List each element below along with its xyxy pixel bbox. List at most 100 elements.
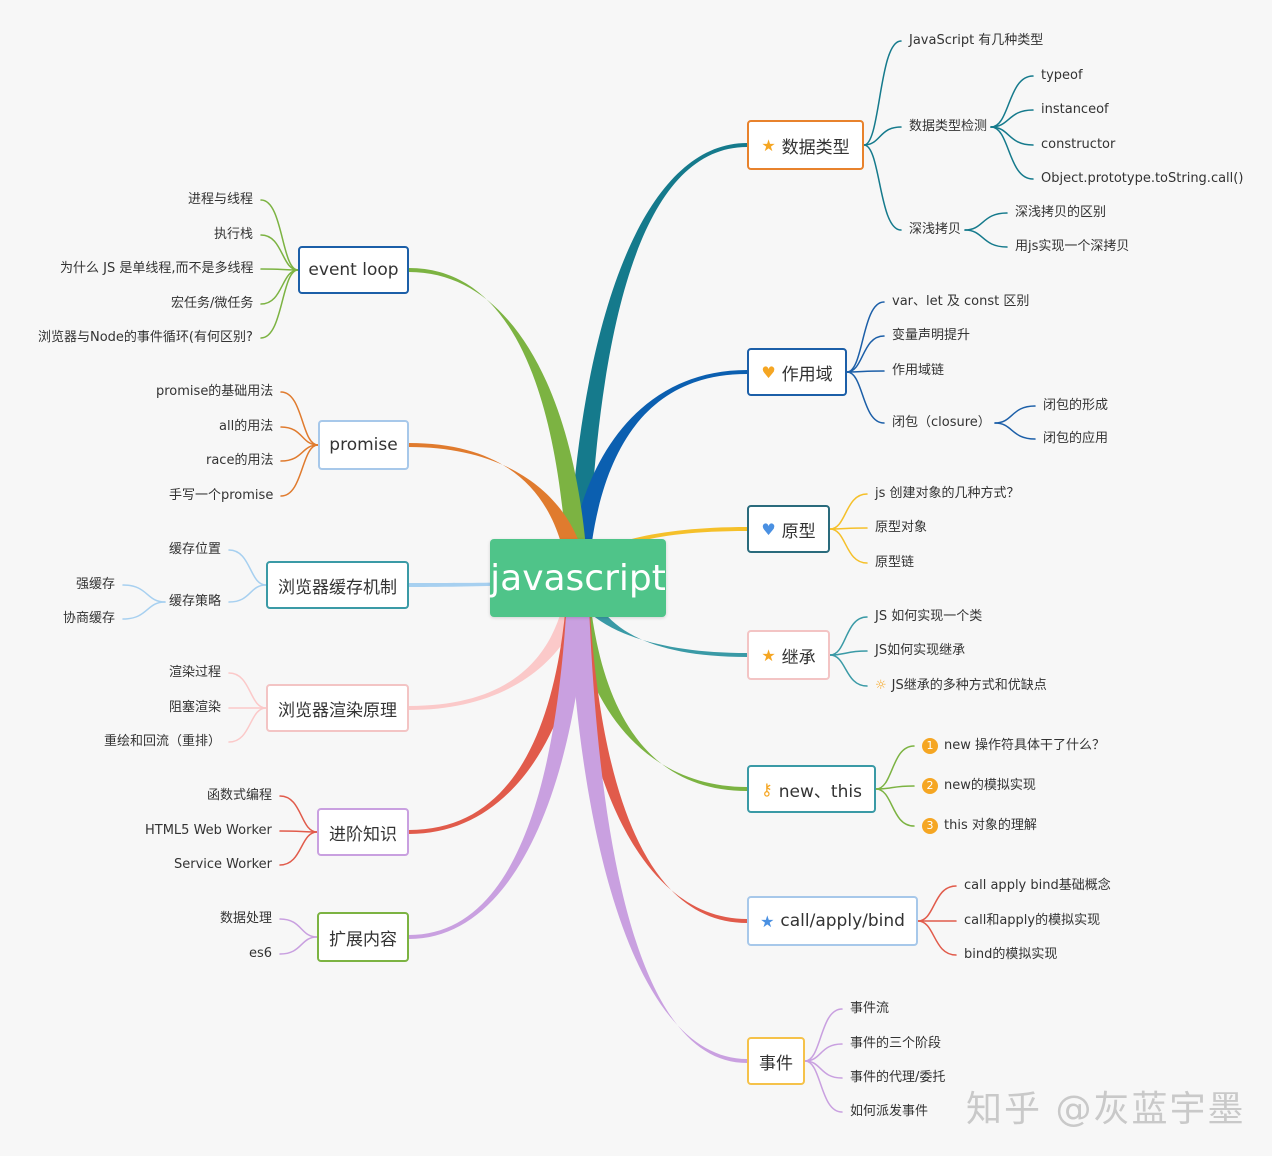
link-line (279, 936, 318, 955)
subtopic[interactable]: 作用域链 (892, 362, 944, 380)
number-badge-icon: 1 (922, 737, 938, 754)
link-line (863, 126, 902, 146)
subtopic[interactable]: 深浅拷贝 (909, 221, 961, 239)
subtopic-child[interactable]: 协商缓存 (63, 611, 116, 626)
subtopic[interactable]: 浏览器与Node的事件循环(有何区别? (38, 329, 253, 347)
subtopic[interactable]: 事件的代理/委托 (850, 1069, 945, 1087)
topic-t8[interactable]: event loop (298, 246, 409, 294)
topic-label: new、this (778, 781, 862, 802)
subtopic-child[interactable]: 深浅拷贝的区别 (1015, 205, 1107, 220)
topic-t2[interactable]: ♥作用域 (747, 348, 847, 396)
link-line (568, 578, 747, 1063)
subtopic[interactable]: ☼JS继承的多种方式和优缺点 (875, 677, 1047, 695)
subtopic-label: 函数式编程 (207, 788, 273, 803)
subtopic-child[interactable]: 强缓存 (76, 577, 116, 592)
central-topic[interactable]: javascript (490, 539, 666, 617)
subtopic-child[interactable]: instanceof (1041, 102, 1109, 117)
subtopic[interactable]: 事件的三个阶段 (850, 1035, 941, 1053)
subtopic-child[interactable]: Object.prototype.toString.call() (1041, 171, 1244, 186)
subtopic[interactable]: 宏任务/微任务 (171, 295, 253, 313)
heart-icon: ♥ (761, 519, 776, 539)
subtopic-child[interactable]: 闭包的形成 (1043, 398, 1109, 413)
subtopic-label: new 操作符具体干了什么？ (944, 738, 1106, 753)
link-line (829, 616, 868, 656)
subtopic[interactable]: 如何派发事件 (850, 1103, 928, 1121)
topic-t11[interactable]: 浏览器渲染原理 (266, 684, 409, 732)
topic-t10[interactable]: 浏览器缓存机制 (266, 561, 409, 609)
topic-label: promise (329, 435, 398, 455)
subtopic-label: 如何派发事件 (850, 1104, 929, 1119)
subtopic[interactable]: 变量声明提升 (892, 327, 970, 345)
subtopic-label: 数据类型检测 (909, 119, 988, 134)
subtopic[interactable]: es6 (249, 945, 272, 963)
key-icon: ⚷ (761, 779, 773, 799)
subtopic[interactable]: JavaScript 有几种类型 (909, 32, 1043, 50)
subtopic[interactable]: HTML5 Web Worker (145, 822, 272, 840)
link-line (260, 269, 299, 305)
subtopic[interactable]: call apply bind基础概念 (964, 877, 1111, 895)
link-line (829, 493, 868, 530)
subtopic[interactable]: 缓存位置 (169, 541, 221, 559)
subtopic[interactable]: 重绘和回流（重排） (104, 733, 221, 751)
topic-label: 浏览器缓存机制 (278, 577, 397, 598)
subtopic-label: 进程与线程 (188, 192, 254, 207)
subtopic[interactable]: 1 new 操作符具体干了什么？ (922, 737, 1105, 755)
subtopic-child[interactable]: typeof (1041, 68, 1083, 83)
topic-t3[interactable]: ♥原型 (747, 505, 830, 553)
topic-t6[interactable]: ★call/apply/bind (747, 896, 918, 946)
subtopic[interactable]: Service Worker (174, 856, 272, 874)
link-line (917, 885, 957, 922)
link-line (260, 269, 299, 339)
link-line (228, 584, 267, 603)
subtopic[interactable]: var、let 及 const 区别 (892, 293, 1029, 311)
topic-t12[interactable]: 进阶知识 (317, 808, 409, 856)
link-line (846, 371, 885, 424)
link-line (804, 1060, 843, 1113)
subtopic[interactable]: JS 如何实现一个类 (875, 608, 982, 626)
subtopic[interactable]: 进程与线程 (188, 191, 253, 209)
subtopic-label: new的模拟实现 (944, 778, 1036, 793)
subtopic[interactable]: call和apply的模拟实现 (964, 912, 1100, 930)
topic-t4[interactable]: ★继承 (747, 630, 830, 680)
topic-t9[interactable]: promise (318, 420, 409, 470)
topic-t5[interactable]: ⚷new、this (747, 765, 876, 813)
subtopic-label: 手写一个promise (169, 488, 274, 503)
link-line (228, 549, 267, 586)
subtopic[interactable]: 执行栈 (214, 226, 253, 244)
subtopic[interactable]: 数据处理 (220, 910, 272, 928)
subtopic[interactable]: all的用法 (219, 418, 273, 436)
link-line (280, 391, 319, 446)
subtopic-child[interactable]: 用js实现一个深拷贝 (1015, 239, 1130, 254)
subtopic-child[interactable]: constructor (1041, 137, 1116, 152)
subtopic-child[interactable]: 闭包的应用 (1043, 431, 1109, 446)
topic-label: 进阶知识 (329, 824, 397, 845)
topic-t7[interactable]: 事件 (747, 1037, 805, 1085)
link-line (994, 422, 1036, 440)
subtopic[interactable]: 原型链 (875, 554, 914, 572)
subtopic[interactable]: bind的模拟实现 (964, 946, 1057, 964)
subtopic[interactable]: JS如何实现继承 (875, 642, 965, 660)
link-line (875, 745, 915, 790)
subtopic-label: 变量声明提升 (892, 328, 971, 343)
subtopic[interactable]: js 创建对象的几种方式？ (875, 485, 1020, 503)
subtopic[interactable]: 手写一个promise (169, 487, 273, 505)
subtopic[interactable]: 闭包（closure） (892, 414, 991, 432)
subtopic[interactable]: 数据类型检测 (909, 118, 987, 136)
topic-label: 继承 (781, 647, 816, 668)
subtopic[interactable]: 原型对象 (875, 519, 927, 537)
link-line (279, 831, 318, 866)
subtopic[interactable]: 渲染过程 (169, 664, 221, 682)
subtopic[interactable]: race的用法 (206, 452, 273, 470)
topic-t13[interactable]: 扩展内容 (317, 912, 409, 962)
subtopic[interactable]: promise的基础用法 (156, 383, 273, 401)
star-icon: ★ (761, 645, 776, 665)
subtopic[interactable]: 函数式编程 (207, 787, 272, 805)
subtopic[interactable]: 缓存策略 (169, 593, 221, 611)
subtopic[interactable]: 阻塞渲染 (169, 699, 221, 717)
topic-t1[interactable]: ★数据类型 (747, 120, 864, 170)
subtopic-label: 数据处理 (220, 911, 273, 926)
subtopic[interactable]: 为什么 JS 是单线程,而不是多线程 (60, 260, 253, 278)
subtopic[interactable]: 事件流 (850, 1000, 889, 1018)
